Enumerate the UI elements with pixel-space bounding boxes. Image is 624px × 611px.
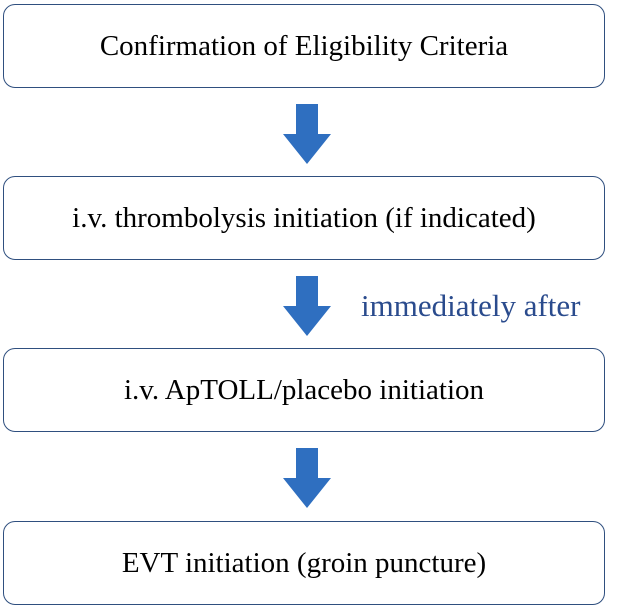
down-arrow-icon <box>283 104 331 164</box>
step-box-eligibility: Confirmation of Eligibility Criteria <box>3 4 605 88</box>
step-label: i.v. ApTOLL/placebo initiation <box>123 373 485 406</box>
down-arrow-shape <box>283 448 331 508</box>
arrow-annotation: immediately after <box>361 288 581 323</box>
step-label: i.v. thrombolysis initiation (if indicat… <box>72 201 536 234</box>
step-box-aptoll: i.v. ApTOLL/placebo initiation <box>3 348 605 432</box>
down-arrow-icon <box>283 276 331 336</box>
down-arrow-shape <box>283 276 331 336</box>
down-arrow-shape <box>283 104 331 164</box>
step-box-thrombolysis: i.v. thrombolysis initiation (if indicat… <box>3 176 605 260</box>
step-label: Confirmation of Eligibility Criteria <box>99 29 509 62</box>
step-box-evt: EVT initiation (groin puncture) <box>3 521 605 605</box>
step-label: EVT initiation (groin puncture) <box>121 546 487 579</box>
down-arrow-icon <box>283 448 331 508</box>
